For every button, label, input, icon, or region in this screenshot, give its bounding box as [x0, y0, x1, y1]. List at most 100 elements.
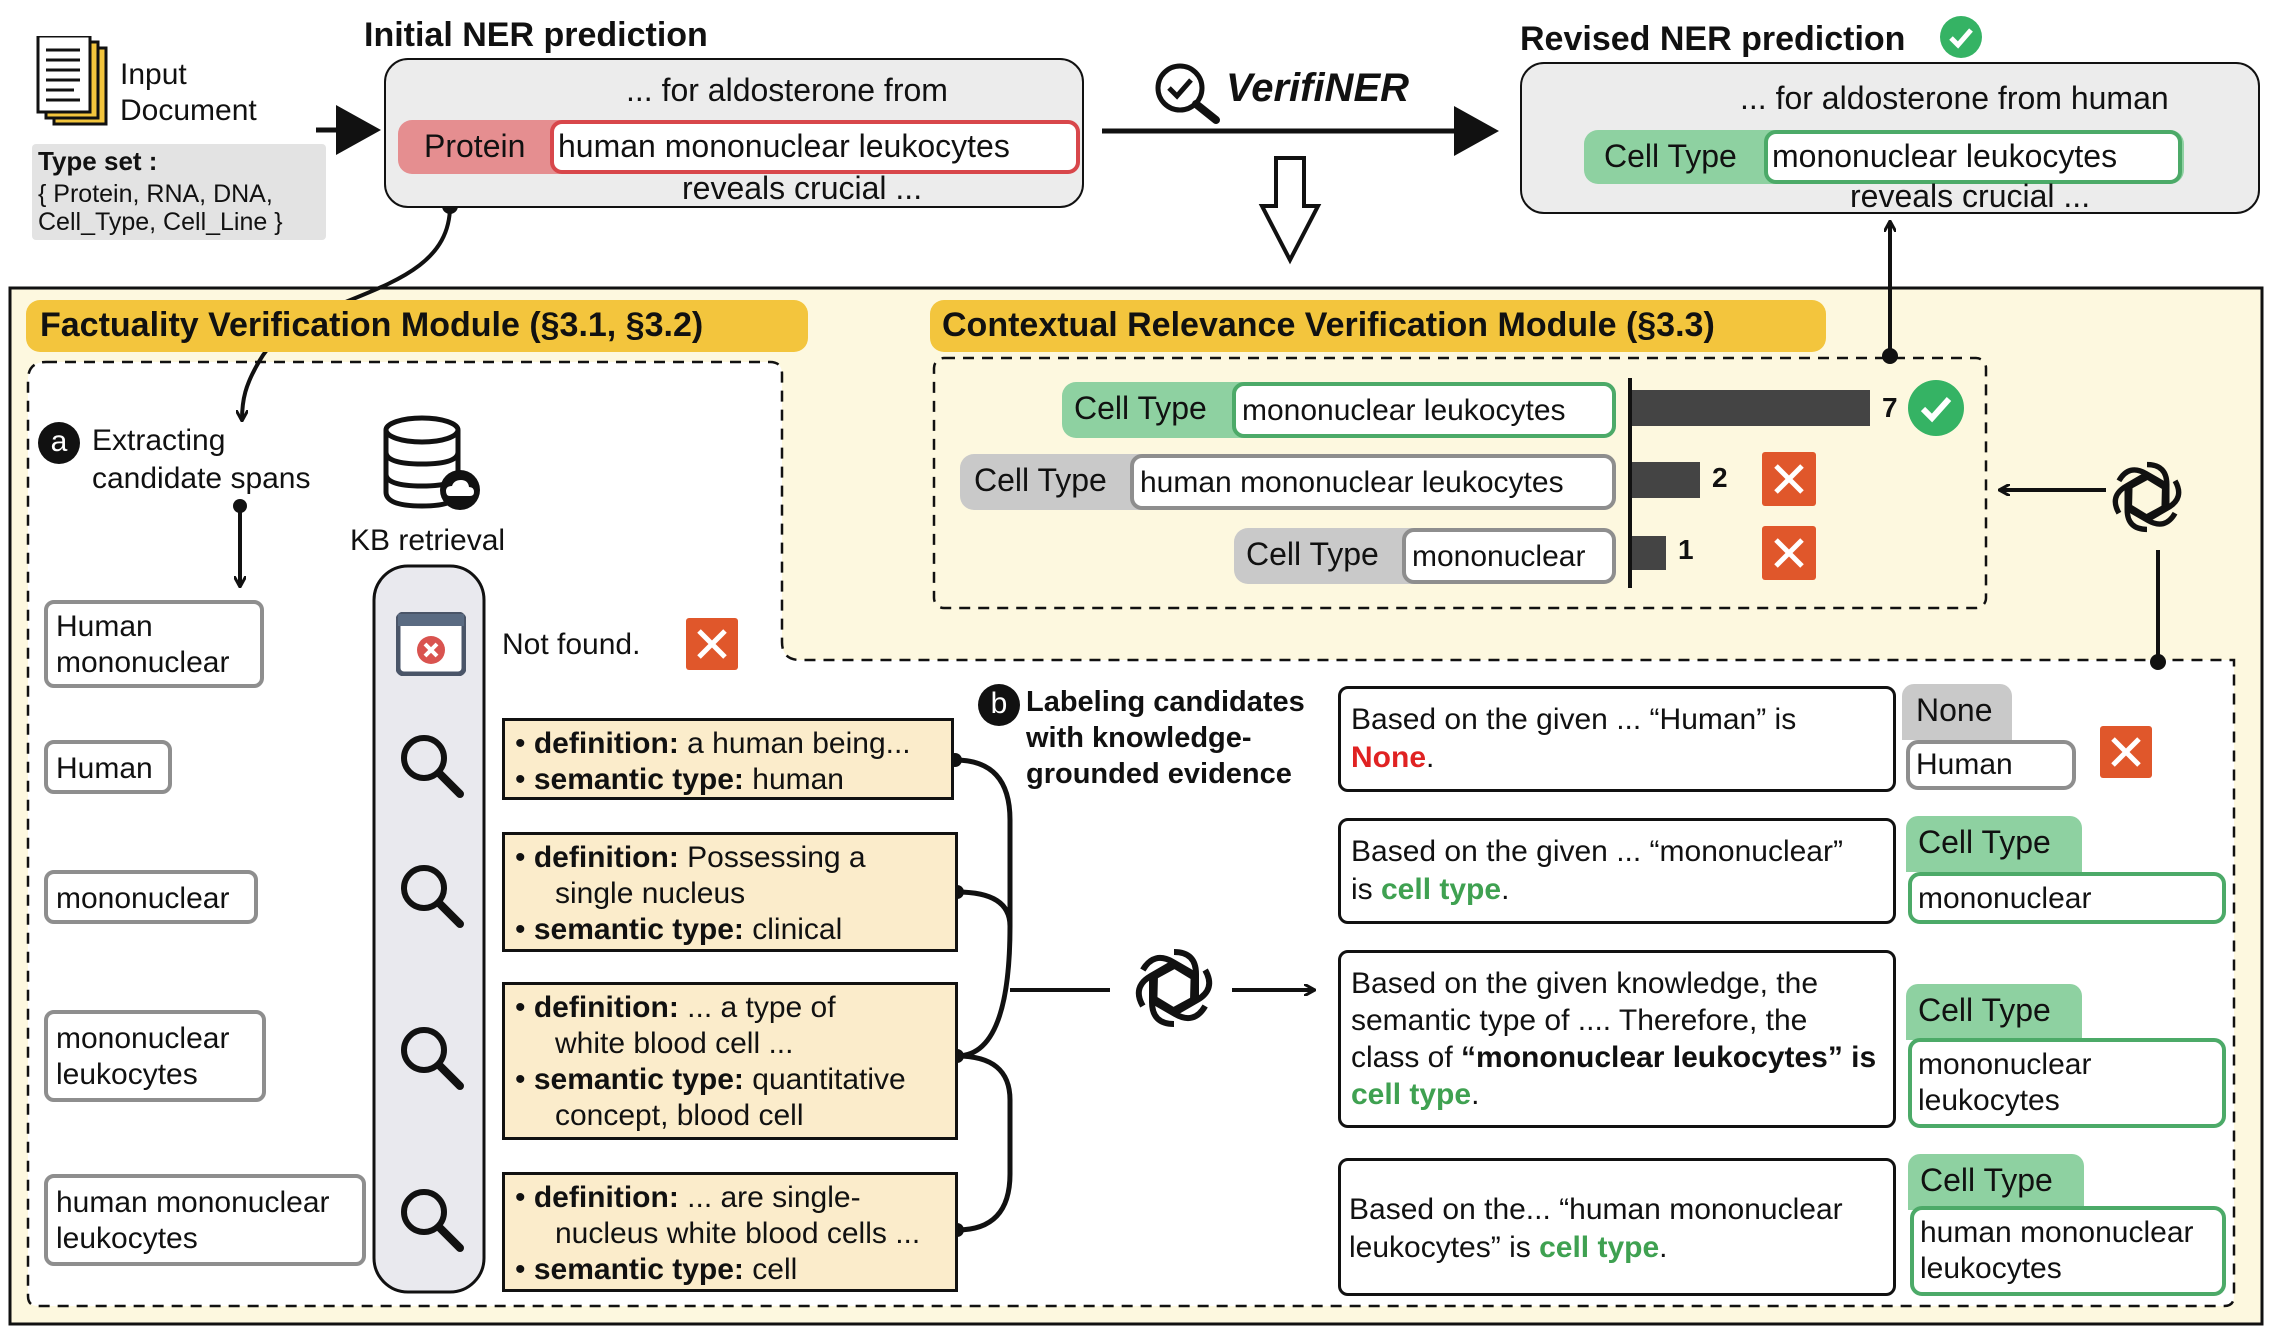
step-b-marker: b	[978, 684, 1020, 726]
initial-ner-box: ... for aldosterone from Protein human m…	[384, 58, 1084, 208]
kb-evidence-key: semantic type:	[533, 913, 744, 946]
reject-x-icon	[2100, 726, 2152, 778]
candidate-span-text: mononuclear	[56, 1022, 230, 1055]
label-span-text: leukocytes	[1920, 1252, 2062, 1285]
response-label: cell type	[1539, 1231, 1660, 1264]
vote-bar	[1632, 390, 1870, 426]
vote-bar	[1632, 536, 1666, 570]
kb-evidence-key: definition:	[533, 727, 679, 760]
response-text: leukocytes” is	[1349, 1231, 1540, 1264]
revised-entity: Cell Type mononuclear leukocytes	[1584, 130, 2184, 184]
vote-bar	[1632, 462, 1700, 498]
openai-icon	[2102, 452, 2192, 542]
candidate-type: Cell Type	[1074, 390, 1207, 426]
response-text: is	[1351, 873, 1381, 906]
type-set-label: Type set :	[38, 146, 158, 176]
kb-evidence-card: • definition: Possessing a single nucleu…	[502, 832, 958, 952]
label-tag-cell-type: Cell Type	[1908, 1154, 2084, 1210]
kb-evidence-line: white blood cell ...	[555, 1027, 794, 1060]
kb-evidence-value: human	[743, 763, 844, 796]
candidate-span-text: leukocytes	[56, 1058, 198, 1091]
kb-evidence-value: a human being...	[678, 727, 911, 760]
input-doc-label-2: Document	[120, 94, 257, 127]
kb-evidence-line: • semantic type: cell	[515, 1253, 798, 1286]
search-icon	[398, 862, 466, 930]
kb-evidence-value: clinical	[743, 913, 843, 946]
candidate-span-text: leukocytes	[56, 1222, 198, 1255]
kb-evidence-value: cell	[743, 1253, 798, 1286]
input-doc-label-1: Input	[120, 58, 187, 91]
llm-response-box: Based on the... “human mononuclear leuko…	[1338, 1158, 1896, 1296]
vote-count: 7	[1882, 392, 1898, 423]
kb-evidence-line: • semantic type: human	[515, 763, 844, 796]
initial-entity-span: human mononuclear leukocytes	[550, 120, 1080, 174]
response-entity: “mononuclear leukocytes”	[1461, 1041, 1843, 1074]
kb-retrieval-column	[372, 564, 486, 1294]
kb-evidence-value: ... a type of	[678, 991, 836, 1024]
response-line: Based on the given knowledge, the	[1351, 967, 1819, 1000]
step-a-label-1: Extracting	[92, 424, 226, 457]
search-icon	[398, 1024, 466, 1092]
reject-x-icon	[686, 618, 738, 670]
kb-evidence-key: definition:	[533, 841, 679, 874]
label-tag-cell-type: Cell Type	[1906, 984, 2082, 1040]
label-tag-none: None	[1902, 684, 2012, 740]
response-line: cell type.	[1351, 1078, 1479, 1112]
factuality-module-title-text: Factuality Verification Module (§3.1, §3…	[40, 306, 704, 344]
kb-evidence-card: • definition: ... are single- nucleus wh…	[502, 1172, 958, 1292]
kb-evidence-card: • definition: a human being... • semanti…	[502, 718, 954, 800]
kb-evidence-key: semantic type:	[533, 763, 744, 796]
kb-retrieval-label: KB retrieval	[350, 524, 506, 557]
document-icon	[34, 34, 114, 132]
label-span-text: mononuclear	[1918, 882, 2092, 915]
response-line: Based on the given ... “Human” is	[1351, 703, 1797, 736]
candidate-span-text: mononuclear	[56, 882, 230, 915]
response-text: .	[1426, 741, 1435, 774]
vote-count: 1	[1678, 534, 1694, 565]
kb-evidence-line: single nucleus	[555, 877, 746, 910]
kb-evidence-key: semantic type:	[533, 1253, 744, 1286]
response-line: Based on the given ... “mononuclear”	[1351, 835, 1843, 868]
search-icon	[398, 732, 466, 800]
database-icon	[382, 414, 482, 514]
candidate-span-text: mononuclear leukocytes	[1242, 394, 1566, 427]
contextual-module-title: Contextual Relevance Verification Module…	[930, 300, 1826, 352]
revised-entity-type: Cell Type	[1604, 138, 1737, 174]
response-line: class of “mononuclear leukocytes” is	[1351, 1041, 1876, 1075]
type-set-box: Type set : { Protein, RNA, DNA, Cell_Typ…	[32, 144, 326, 240]
llm-response-box: Based on the given ... “Human” is None.	[1338, 686, 1896, 792]
kb-evidence-line: • semantic type: quantitative	[515, 1063, 906, 1096]
candidate-span: Human	[44, 740, 172, 794]
response-text: .	[1501, 873, 1510, 906]
kb-evidence-line: • definition: a human being...	[515, 727, 911, 760]
candidate-span: mononuclear	[1402, 528, 1616, 584]
candidate-span: human mononuclear leukocytes	[1130, 454, 1616, 510]
label-type-text: Cell Type	[1918, 824, 2051, 860]
label-span-text: leukocytes	[1918, 1084, 2060, 1117]
label-span-text: human mononuclear	[1920, 1216, 2194, 1249]
candidate-row-1: Cell Type mononuclear leukocytes	[1062, 382, 1616, 438]
initial-entity-type: Protein	[424, 128, 526, 164]
response-line: None.	[1351, 741, 1434, 775]
response-label: cell type	[1381, 873, 1502, 906]
response-line: semantic type of .... Therefore, the	[1351, 1004, 1808, 1037]
kb-evidence-line: • semantic type: clinical	[515, 913, 843, 946]
initial-context-before: ... for aldosterone from	[626, 72, 948, 108]
candidate-row-3: Cell Type mononuclear	[1234, 528, 1616, 584]
kb-evidence-key: definition:	[533, 1181, 679, 1214]
kb-evidence-line: • definition: ... a type of	[515, 991, 836, 1024]
revised-context-before: ... for aldosterone from human	[1740, 80, 2169, 116]
response-label: cell type	[1351, 1078, 1472, 1111]
response-text: class of	[1351, 1041, 1462, 1074]
revised-ner-title: Revised NER prediction	[1520, 20, 1906, 58]
candidate-row-2: Cell Type human mononuclear leukocytes	[960, 454, 1616, 510]
kb-evidence-card: • definition: ... a type of white blood …	[502, 982, 958, 1140]
label-span: mononuclear	[1908, 872, 2226, 924]
kb-evidence-value: quantitative	[743, 1063, 906, 1096]
kb-evidence-key: definition:	[533, 991, 679, 1024]
label-tag-cell-type: Cell Type	[1906, 816, 2082, 872]
not-found-label: Not found.	[502, 628, 641, 661]
verifiner-magnifier-icon	[1154, 62, 1224, 124]
llm-response-box: Based on the given knowledge, the semant…	[1338, 950, 1896, 1128]
initial-entity: Protein human mononuclear leukocytes	[398, 120, 1080, 174]
